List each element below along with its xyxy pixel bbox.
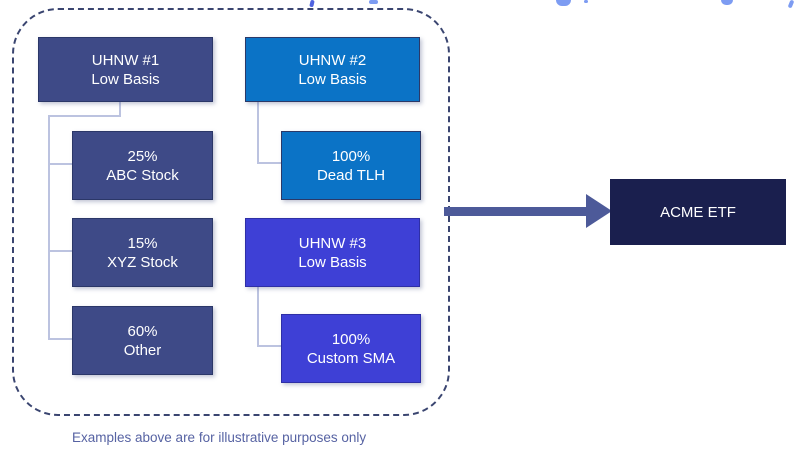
cropped-title-fragment [787,0,795,9]
cropped-title-fragment [584,0,588,3]
flow-arrow-head [586,194,612,228]
box-uhnw-1-subtitle: Low Basis [91,70,160,88]
box-dead-tlh: 100% Dead TLH [281,131,421,200]
box-xyz-stock-label: XYZ Stock [107,253,178,271]
box-uhnw-3: UHNW #3 Low Basis [245,218,420,287]
cropped-title-fragment [556,0,571,6]
illustrative-disclaimer: Examples above are for illustrative purp… [72,430,367,445]
connector-branch-abc [48,163,72,165]
box-uhnw-2-title: UHNW #2 [298,51,367,69]
box-abc-stock-percent: 25% [127,147,158,165]
box-abc-stock-label: ABC Stock [106,166,179,184]
connector-uhnw3-stub [257,285,259,347]
box-uhnw-2-subtitle: Low Basis [298,70,367,88]
box-uhnw-1: UHNW #1 Low Basis [38,37,213,102]
connector-uhnw1-stub [119,100,121,117]
box-xyz-stock: 15% XYZ Stock [72,218,213,287]
box-uhnw-1-title: UHNW #1 [91,51,160,69]
box-xyz-stock-percent: 15% [127,234,158,252]
connector-uhnw1-elbow [48,115,121,117]
connector-branch-xyz [48,250,72,252]
cropped-title-fragment [309,0,315,8]
box-uhnw-3-title: UHNW #3 [298,234,367,252]
connector-branch-other [48,338,72,340]
connector-branch-custom-sma [257,345,281,347]
box-custom-sma-label: Custom SMA [306,349,396,367]
box-custom-sma: 100% Custom SMA [281,314,421,383]
box-acme-etf-label: ACME ETF [660,203,736,221]
box-uhnw-2: UHNW #2 Low Basis [245,37,420,102]
box-custom-sma-percent: 100% [331,330,371,348]
box-other-label: Other [123,341,162,359]
box-acme-etf: ACME ETF [610,179,786,245]
cropped-title-fragment [721,0,733,5]
box-dead-tlh-percent: 100% [331,147,371,165]
connector-uhnw1-rail [48,115,50,340]
flow-arrow-shaft [444,207,586,216]
connector-branch-dead-tlh [257,162,281,164]
cropped-title-fragment [369,0,378,4]
box-abc-stock: 25% ABC Stock [72,131,213,200]
box-uhnw-3-subtitle: Low Basis [298,253,367,271]
box-other: 60% Other [72,306,213,375]
box-other-percent: 60% [127,322,158,340]
connector-uhnw2-stub [257,100,259,164]
box-dead-tlh-label: Dead TLH [316,166,386,184]
